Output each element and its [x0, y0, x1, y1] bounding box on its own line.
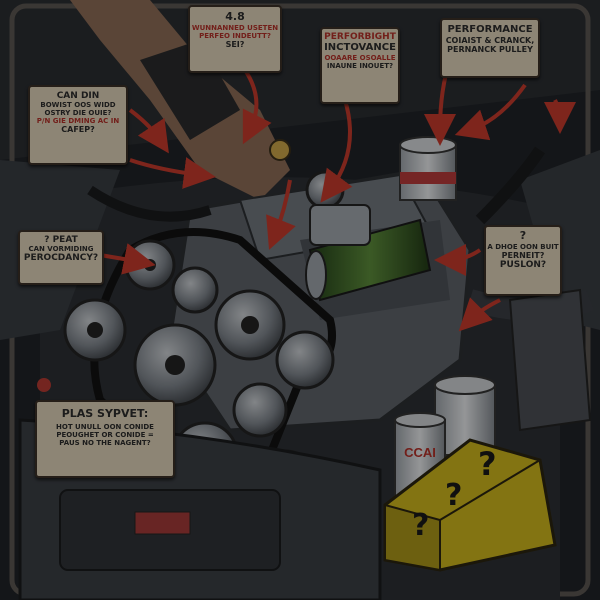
box-question-mark: ?	[445, 478, 463, 513]
mystery-box	[383, 438, 557, 572]
callout-line: PLAS SYPVET:	[61, 407, 149, 420]
callout-line: PEOUGHET OR CONIDE =	[56, 430, 154, 439]
callout-line: PAUS NO THE NAGENT?	[59, 438, 151, 447]
callout-line: CAN VORMIDING	[28, 245, 94, 254]
callout-line: PERNANCK PULLEY	[447, 44, 533, 54]
callout-line: 4.8	[225, 10, 245, 23]
callout-left-middle: ? PEAT CAN VORMIDING PEROCDANCY?	[18, 230, 104, 285]
box-question-mark: ?	[478, 445, 497, 483]
callout-top-right: PERFORMANCE COIAIST & CRANCK, PERNANCK P…	[440, 18, 540, 78]
callout-line: PEROCDANCY?	[23, 253, 99, 264]
callout-line: OSTRY DIE OUIE?	[44, 109, 112, 118]
callout-line: CAFEP?	[61, 125, 95, 135]
callout-line: SEI?	[225, 39, 245, 49]
callout-line: ? PEAT	[44, 235, 78, 245]
callout-right-middle: ? A DHOE OON BUIT PERNEIT? PUSLON?	[484, 225, 562, 296]
callout-performance-advance: PERFORBIGHT INCTOVANCE OOAARE OSOALLE IN…	[320, 27, 400, 104]
callout-line: PERFEO INDEUTT?	[199, 31, 271, 40]
callout-line: ?	[519, 229, 527, 242]
callout-top-center: 4.8 WUNNANNED USETEN PERFEO INDEUTT? SEI…	[188, 5, 282, 73]
can-label: CCAI	[404, 445, 436, 460]
callout-line: BOWIST OOS WIDD	[40, 101, 116, 110]
callout-line: HOT UNULL OON CONIDE	[56, 422, 154, 431]
callout-line: A DHOE OON BUIT	[487, 242, 559, 251]
callout-line: PERNEIT?	[501, 250, 545, 260]
callout-left-upper: CAN DIN BOWIST OOS WIDD OSTRY DIE OUIE? …	[28, 85, 128, 165]
callout-line: INAUNE INOUET?	[326, 61, 394, 70]
callout-line: INCTOVANCE	[324, 42, 396, 54]
callout-line: P/N GIE DMING AC IN	[36, 117, 120, 126]
callout-line: OOAARE OSOALLE	[324, 53, 396, 62]
box-question-mark: ?	[412, 508, 430, 543]
callout-bottom-left: PLAS SYPVET: HOT UNULL OON CONIDE PEOUGH…	[35, 400, 175, 478]
oil-can-top	[399, 136, 457, 201]
callout-line: WUNNANNED USETEN	[191, 23, 279, 32]
callout-line: PUSLON?	[499, 259, 547, 270]
green-canister	[305, 218, 432, 302]
callout-line: COIAIST & CRANCK,	[445, 35, 535, 45]
callout-line: PERFORBIGHT	[324, 32, 396, 42]
callout-line: CAN DIN	[56, 91, 100, 101]
callout-arrows	[99, 59, 576, 332]
callout-line: PERFORMANCE	[447, 24, 533, 35]
